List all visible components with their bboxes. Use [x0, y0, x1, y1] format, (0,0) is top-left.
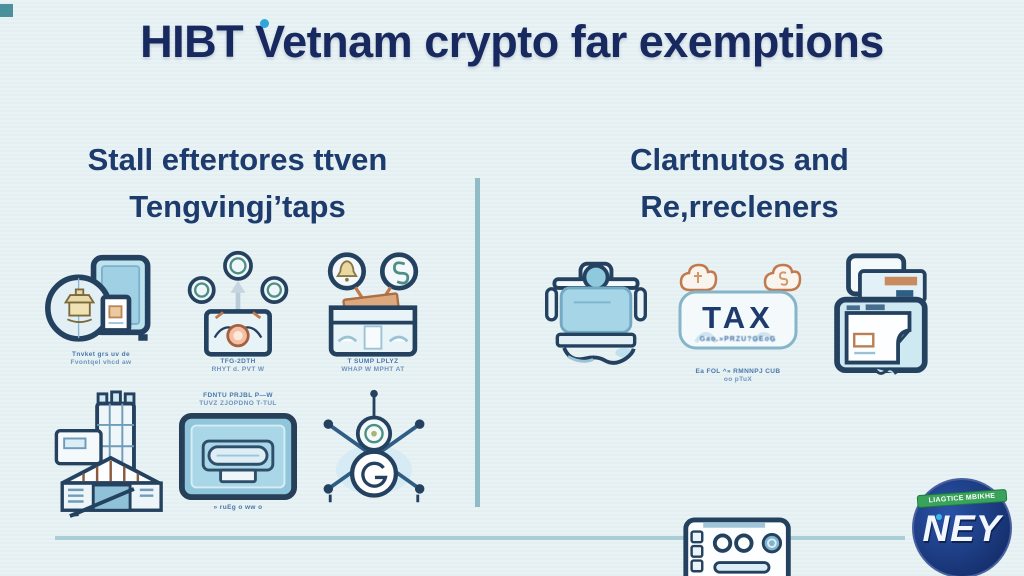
- icon-caption: T SUMP LPLYZ: [347, 358, 399, 365]
- document-circle-icon: [45, 254, 151, 342]
- left-icon-cell-2: TFG-2DTH RHYT d. PVT W: [182, 250, 294, 374]
- logo-main-text: NEY: [922, 508, 1002, 549]
- right-icon-cell-4: XMNPHATMWT DYN wvxqpql: [678, 514, 800, 576]
- left-icon-cell-5: FDNTU PRJBL P—W TUVZ ZJOPDNO T-TUL » ruE…: [176, 392, 300, 512]
- corner-artifact: [0, 4, 13, 17]
- right-heading-line1: Clartnutos and: [630, 142, 849, 177]
- logo-banner-text: LIAGTICE MBIKHE: [916, 488, 1008, 509]
- icon-caption: Fvontqel vhcd aw: [70, 359, 132, 366]
- coins-monitor-icon: [187, 250, 289, 357]
- icon-caption: » ruEg o ww o: [213, 504, 263, 511]
- left-icon-cell-6: [312, 388, 436, 506]
- folder-stack-icon: [834, 253, 928, 375]
- left-column-heading: Stall eftertores ttven Tengvingj’taps: [10, 136, 465, 230]
- column-divider: [475, 178, 480, 507]
- left-icon-cell-1: Tnvket grs uv de Fvontqel vhcd aw: [42, 254, 160, 367]
- icon-caption: oo pTuX: [723, 376, 753, 383]
- bottom-rule: [55, 536, 905, 540]
- title-dot-artifact: [260, 19, 269, 28]
- bank-building-icon: [54, 390, 163, 518]
- icon-caption: Tnvket grs uv de: [71, 351, 131, 358]
- tax-box-icon: [678, 263, 802, 350]
- plus-card-icon: [683, 517, 791, 576]
- page-title: HIBT Vetnam crypto far exemptions: [140, 16, 884, 67]
- card-terminal-icon: [178, 412, 298, 501]
- logo-dot-accent: [936, 514, 942, 520]
- left-icon-cell-4: [35, 390, 167, 518]
- right-icon-cell-2: TAX Gao.»PRZU?GEoG Ea FOL ^» RMNNPJ CUB …: [668, 256, 808, 384]
- right-column-heading: Clartnutos and Re,rrecleners: [512, 136, 967, 230]
- icon-caption: WHAP W MPHT AT: [341, 366, 405, 373]
- right-icon-cell-1: [534, 256, 658, 372]
- right-icon-cell-3: [816, 250, 942, 376]
- icon-caption: RHYT d. PVT W: [211, 366, 265, 373]
- deposit-tray-icon: [327, 252, 419, 357]
- tax-subrow-text: Gao.»PRZU?GEoG: [699, 336, 777, 343]
- left-heading-line2: Tengvingj’taps: [129, 189, 346, 224]
- tax-label: TAX: [702, 300, 774, 335]
- right-heading-line2: Re,rrecleners: [640, 189, 839, 224]
- icon-caption: TUVZ ZJOPDNO T-TUL: [199, 400, 277, 407]
- icon-caption: Ea FOL ^» RMNNPJ CUB: [695, 368, 781, 375]
- presentation-screen-icon: [545, 261, 647, 365]
- network-coin-icon: [323, 389, 425, 503]
- brand-logo-badge: LIAGTICE MBIKHE NEY: [912, 478, 1012, 576]
- left-icon-cell-3: T SUMP LPLYZ WHAP W MPHT AT: [314, 250, 432, 374]
- icon-caption: FDNTU PRJBL P—W: [203, 392, 273, 399]
- left-heading-line1: Stall eftertores ttven: [87, 142, 388, 177]
- icon-caption: TFG-2DTH: [220, 358, 256, 365]
